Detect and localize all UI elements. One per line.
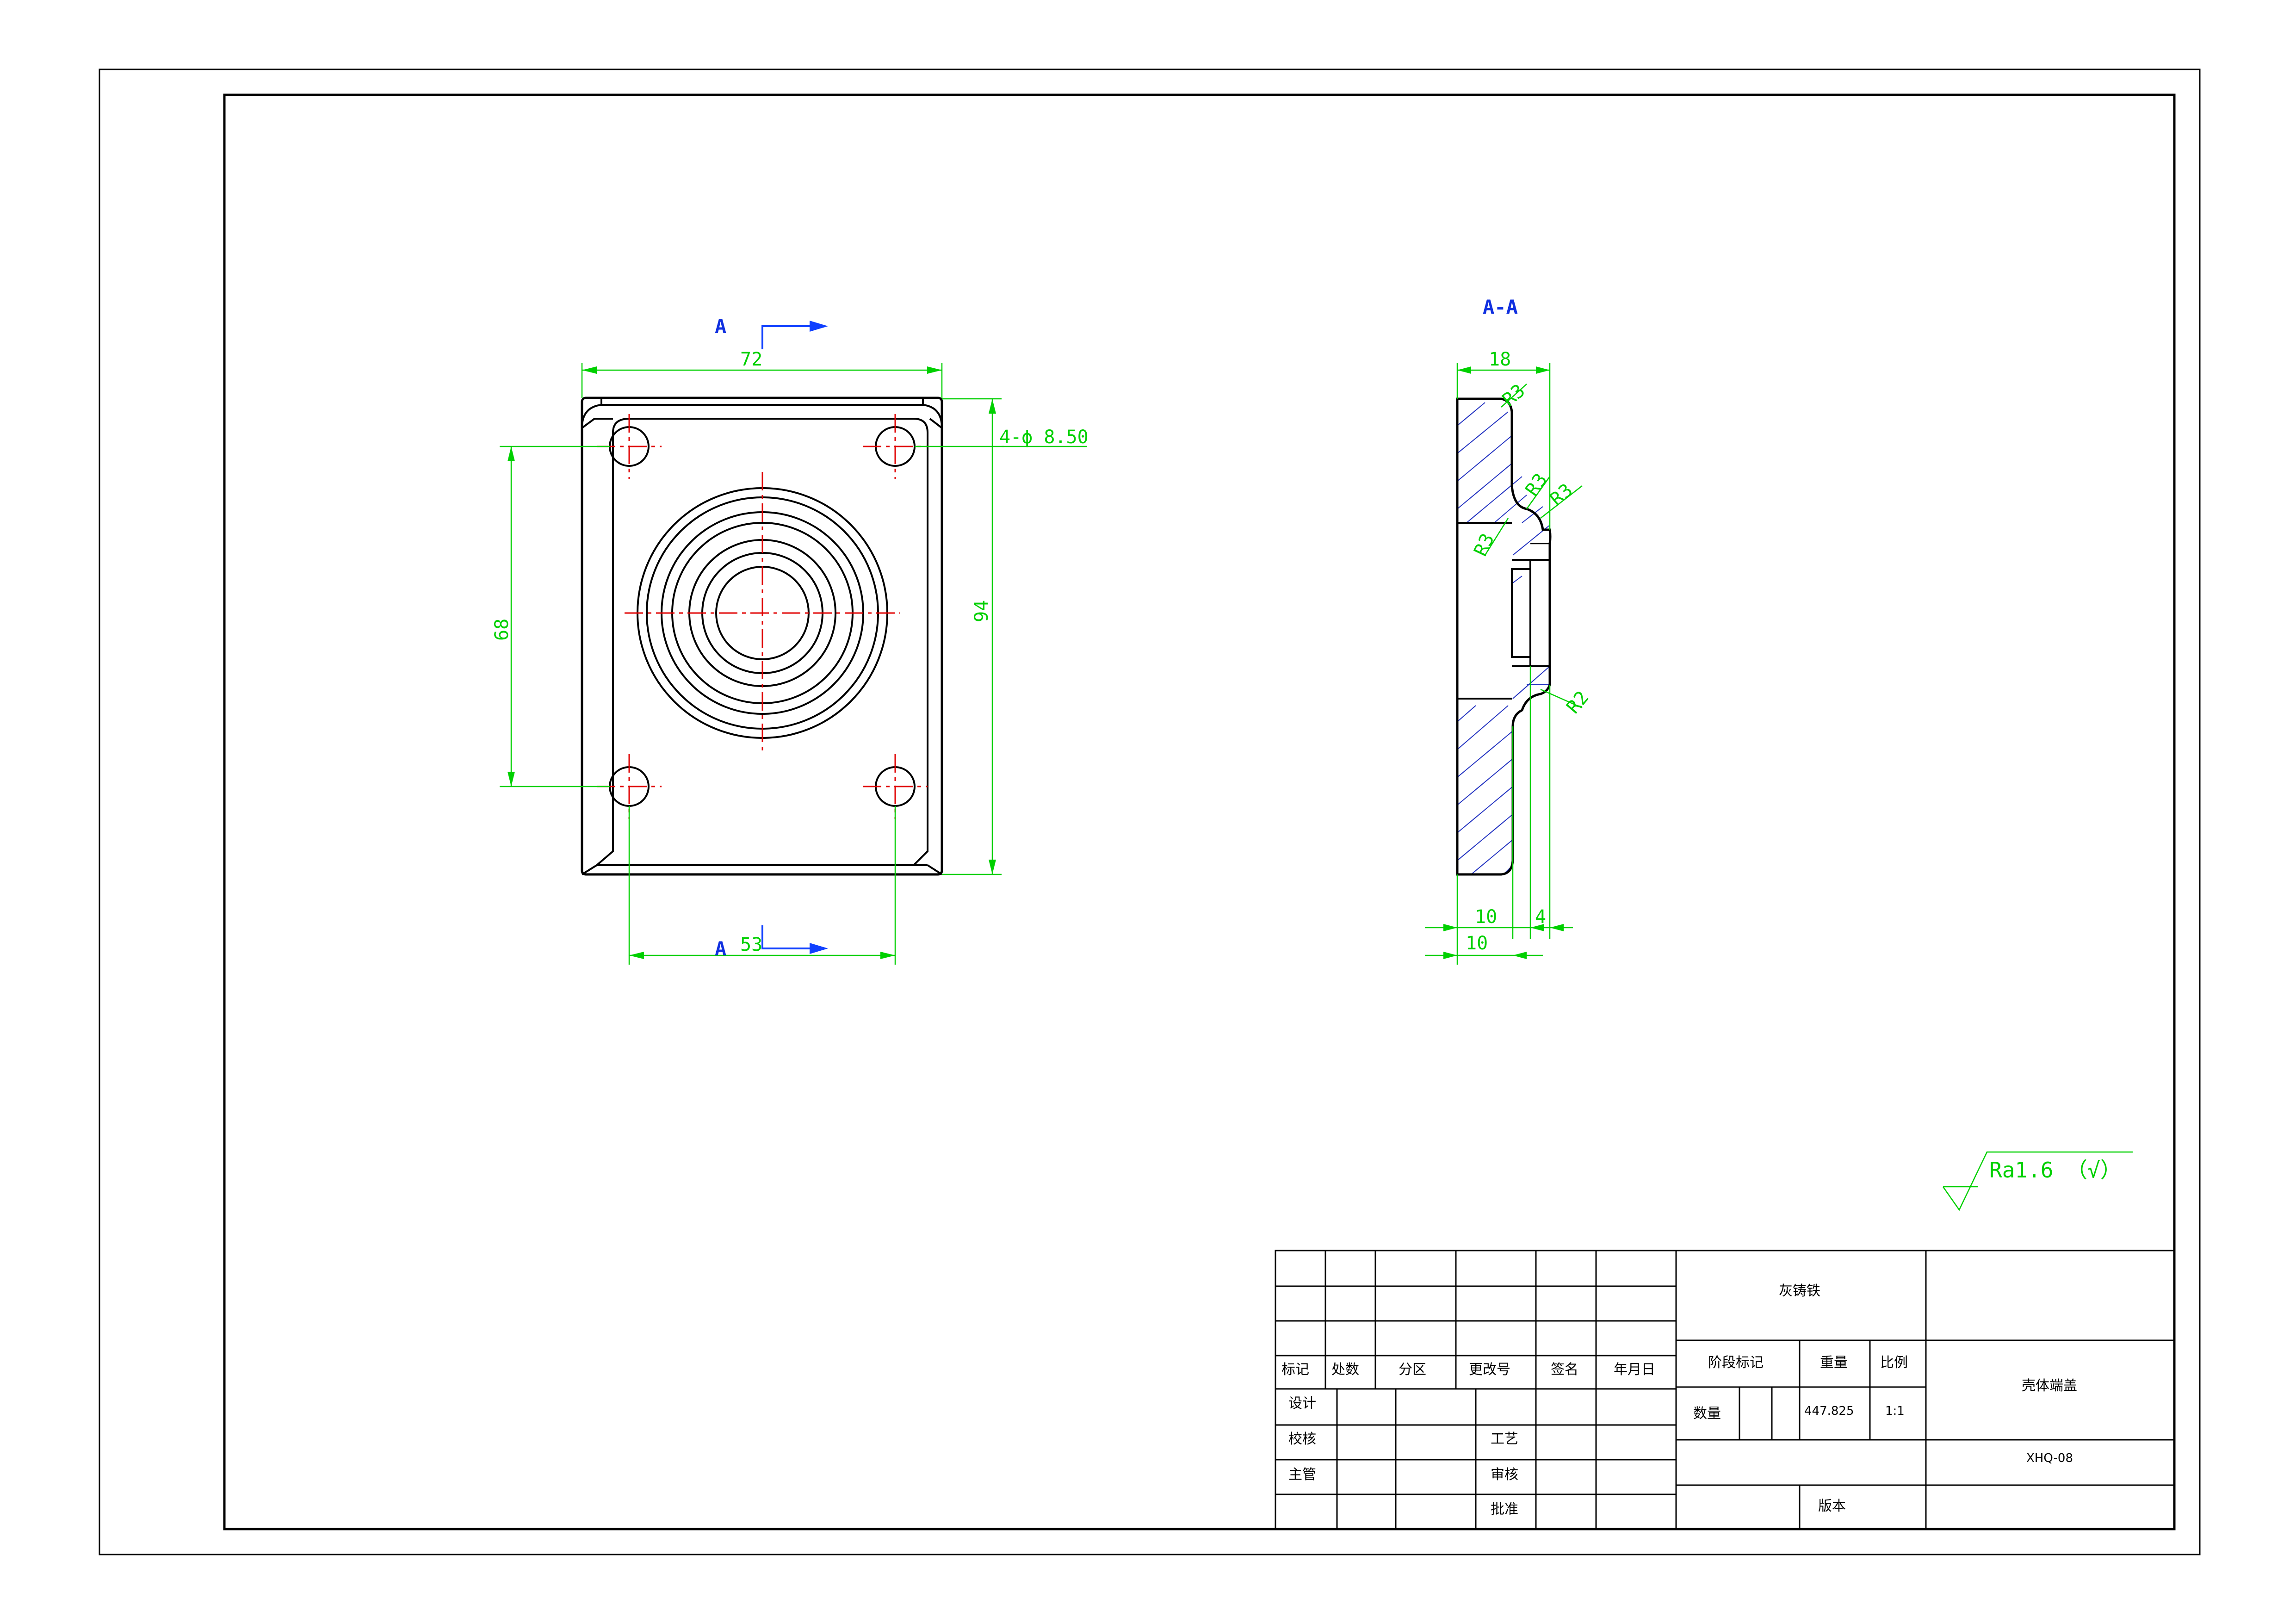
role-approve: 批准 — [1491, 1501, 1518, 1518]
section-cut-bottom: A — [715, 925, 828, 960]
hatch-lower — [1457, 666, 1550, 875]
dim-bottom-3-text: 10 — [1466, 933, 1488, 954]
rev-header-change: 更改号 — [1469, 1362, 1510, 1378]
part-name: 壳体端盖 — [2022, 1378, 2077, 1394]
front-view: 72 94 68 53 4-ϕ 8 — [491, 315, 1089, 965]
rev-header-zone: 分区 — [1399, 1362, 1426, 1378]
rev-header-count: 处数 — [1331, 1362, 1359, 1378]
drawing-number: XHQ-08 — [2026, 1451, 2073, 1465]
version-label: 版本 — [1818, 1498, 1846, 1514]
weight-label: 重量 — [1820, 1355, 1848, 1371]
boss-outline — [597, 418, 928, 866]
role-review: 审核 — [1491, 1467, 1518, 1483]
section-view-title: A-A — [1483, 296, 1518, 318]
rev-header-date: 年月日 — [1614, 1362, 1655, 1378]
dim-bottom-2-text: 4 — [1535, 906, 1546, 928]
weight-value: 447.825 — [1804, 1404, 1854, 1418]
scale-label: 比例 — [1880, 1355, 1908, 1371]
title-block: 灰铸铁 标记 处数 分区 更改号 签名 年月日 设计 校核 主管 工艺 审核 批… — [1275, 1250, 2175, 1530]
dimension-width: 72 — [581, 349, 943, 398]
outer-sheet-border — [99, 68, 2201, 1555]
section-cut-top: A — [715, 315, 828, 349]
section-mark-bottom: A — [715, 937, 726, 960]
dim-spacing-h-text: 53 — [740, 934, 762, 955]
dim-thickness-text: 18 — [1489, 349, 1511, 370]
role-design: 设计 — [1288, 1395, 1316, 1412]
dimension-vertical-spacing: 68 — [491, 446, 610, 787]
rev-header-sign: 签名 — [1551, 1362, 1578, 1378]
role-process: 工艺 — [1491, 1431, 1518, 1447]
rev-header-mark: 标记 — [1281, 1362, 1309, 1378]
role-manager: 主管 — [1288, 1467, 1316, 1483]
dimension-holes-leader: 4-ϕ 8.50 — [915, 427, 1089, 448]
quantity-label: 数量 — [1693, 1406, 1721, 1422]
material-text: 灰铸铁 — [1779, 1283, 1820, 1299]
dim-width-text: 72 — [740, 349, 762, 370]
inner-drawing-frame — [223, 93, 2176, 1530]
dimension-thickness: 18 — [1456, 349, 1551, 530]
scale-value: 1:1 — [1885, 1404, 1905, 1418]
dim-holes-text: 4-ϕ 8.50 — [999, 427, 1089, 448]
section-mark-top: A — [715, 315, 726, 338]
bottom-dimensions: 10 4 10 — [1425, 666, 1573, 965]
dim-bottom-1-text: 10 — [1475, 906, 1497, 928]
dim-spacing-v-text: 68 — [491, 619, 513, 641]
plate-outline — [581, 396, 943, 876]
dim-height-text: 94 — [971, 600, 992, 622]
dimension-height: 94 — [942, 398, 1002, 875]
role-check: 校核 — [1288, 1431, 1316, 1447]
dimension-horizontal-spacing: 53 — [628, 806, 896, 965]
surface-finish-text: Ra1.6 （√） — [1989, 1158, 2122, 1183]
stage-label: 阶段标记 — [1708, 1355, 1764, 1371]
surface-finish-symbol: Ra1.6 （√） — [1942, 1151, 2133, 1211]
